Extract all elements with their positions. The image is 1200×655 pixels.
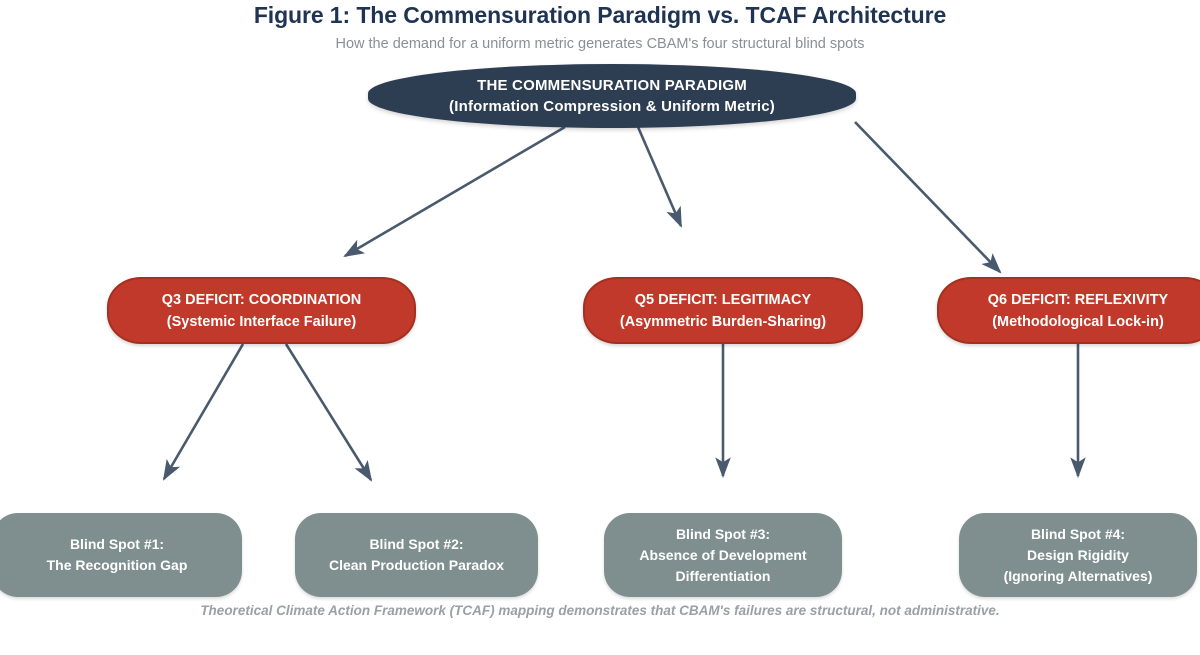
figure-title: Figure 1: The Commensuration Paradigm vs… (253, 2, 947, 28)
node-blind-spot-4[interactable]: Blind Spot #4: Design Rigidity (Ignoring… (959, 513, 1197, 597)
node-blind-spot-2[interactable]: Blind Spot #2: Clean Production Paradox (295, 513, 538, 597)
node-line-1: THE COMMENSURATION PARADIGM (477, 77, 747, 94)
node-line-2: The Recognition Gap (46, 557, 188, 573)
node-line-3: Differentiation (675, 567, 771, 584)
node-line-1: Q3 DEFICIT: COORDINATION (161, 291, 362, 308)
arrow-q3-to-bs2 (284, 343, 373, 482)
node-blind-spot-1[interactable]: Blind Spot #1: The Recognition Gap (0, 513, 242, 597)
node-line-2: Design Rigidity (1027, 546, 1129, 563)
node-line-1: Blind Spot #3: (675, 525, 771, 542)
node-line-3: (Ignoring Alternatives) (1003, 567, 1153, 584)
arrow-q3-to-bs1 (162, 343, 245, 481)
figure-subtitle: How the demand for a uniform metric gene… (335, 36, 865, 52)
node-q6-deficit-reflexivity[interactable]: Q6 DEFICIT: REFLEXIVITY (Methodological … (937, 277, 1200, 344)
node-q3-deficit-coordination[interactable]: Q3 DEFICIT: COORDINATION (Systemic Inter… (107, 277, 416, 344)
node-line-2: Clean Production Paradox (328, 557, 505, 573)
node-line-2: (Information Compression & Uniform Metri… (449, 98, 775, 115)
node-commensuration-paradigm[interactable]: THE COMMENSURATION PARADIGM (Information… (368, 64, 856, 128)
figure-footer-caption: Theoretical Climate Action Framework (TC… (200, 603, 1000, 618)
node-line-1: Q5 DEFICIT: LEGITIMACY (634, 291, 812, 308)
node-line-2: (Methodological Lock-in) (992, 313, 1164, 330)
node-line-2: (Asymmetric Burden-Sharing) (619, 313, 827, 330)
node-line-1: Q6 DEFICIT: REFLEXIVITY (987, 291, 1169, 308)
arrow-root-to-q5 (636, 126, 683, 228)
node-line-2: (Systemic Interface Failure) (166, 313, 357, 330)
node-blind-spot-3[interactable]: Blind Spot #3: Absence of Development Di… (604, 513, 842, 597)
node-line-1: Blind Spot #1: (69, 536, 165, 552)
node-line-1: Blind Spot #2: (369, 536, 464, 552)
node-line-1: Blind Spot #4: (1030, 525, 1126, 542)
arrow-root-to-q3 (343, 125, 566, 258)
arrow-root-to-q6 (854, 121, 1002, 274)
node-q5-deficit-legitimacy[interactable]: Q5 DEFICIT: LEGITIMACY (Asymmetric Burde… (583, 277, 863, 344)
node-line-2: Absence of Development (639, 546, 807, 563)
